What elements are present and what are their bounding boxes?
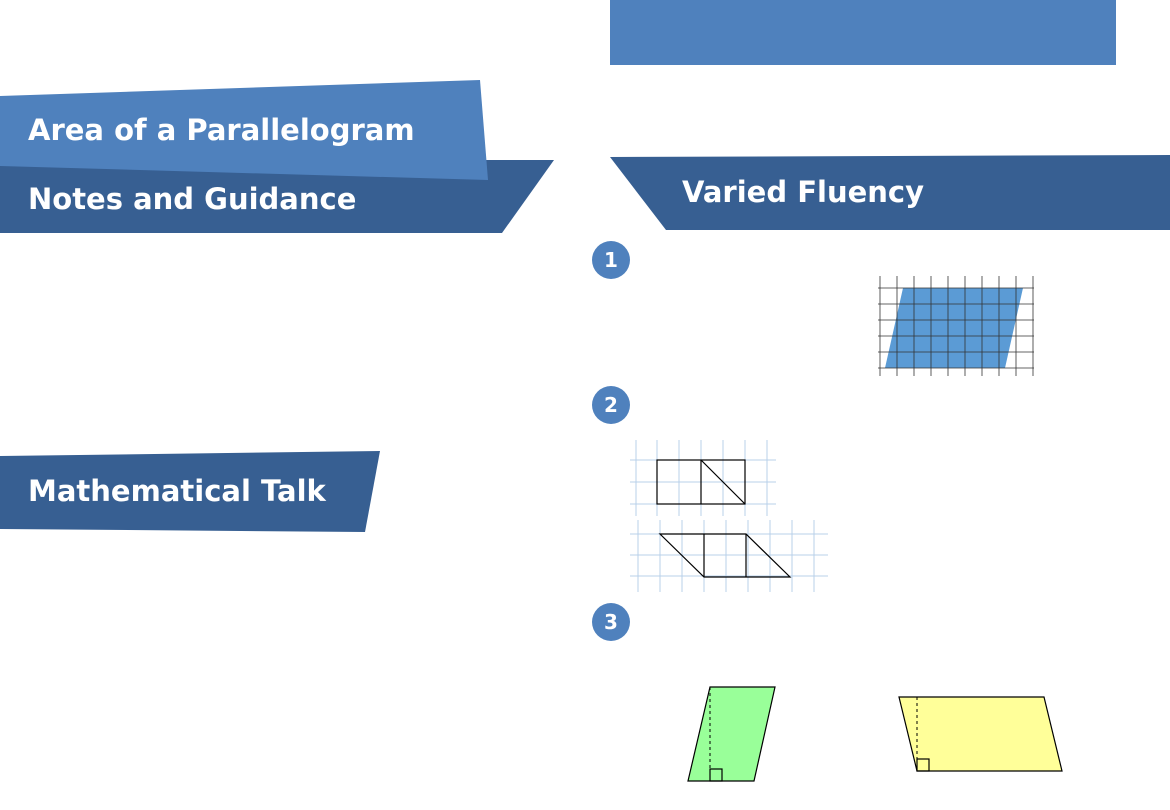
- mathematical-talk-heading: Mathematical Talk: [28, 474, 326, 508]
- q2-rectangle-diagram: [630, 440, 776, 516]
- question-number-3: 3: [592, 603, 630, 641]
- varied-fluency-banner-shape: [610, 155, 1170, 230]
- title-banner-shape: [0, 80, 488, 180]
- notes-banner-shape: [0, 160, 554, 233]
- q1-blue-parallelogram: [885, 288, 1023, 368]
- question-number-1: 1: [592, 241, 630, 279]
- page-title: Area of a Parallelogram: [28, 113, 415, 147]
- notes-and-guidance-heading: Notes and Guidance: [28, 182, 357, 216]
- q1-grid-parallelogram-diagram: [878, 276, 1034, 376]
- mathematical-talk-banner-shape: [0, 451, 380, 532]
- varied-fluency-heading: Varied Fluency: [682, 175, 924, 209]
- q3-green-parallelogram: [687, 686, 776, 782]
- q3-yellow-parallelogram: [898, 696, 1063, 772]
- question-number-2: 2: [592, 386, 630, 424]
- top-blue-bar: [610, 0, 1116, 65]
- q2-parallelogram-diagram: [630, 520, 828, 592]
